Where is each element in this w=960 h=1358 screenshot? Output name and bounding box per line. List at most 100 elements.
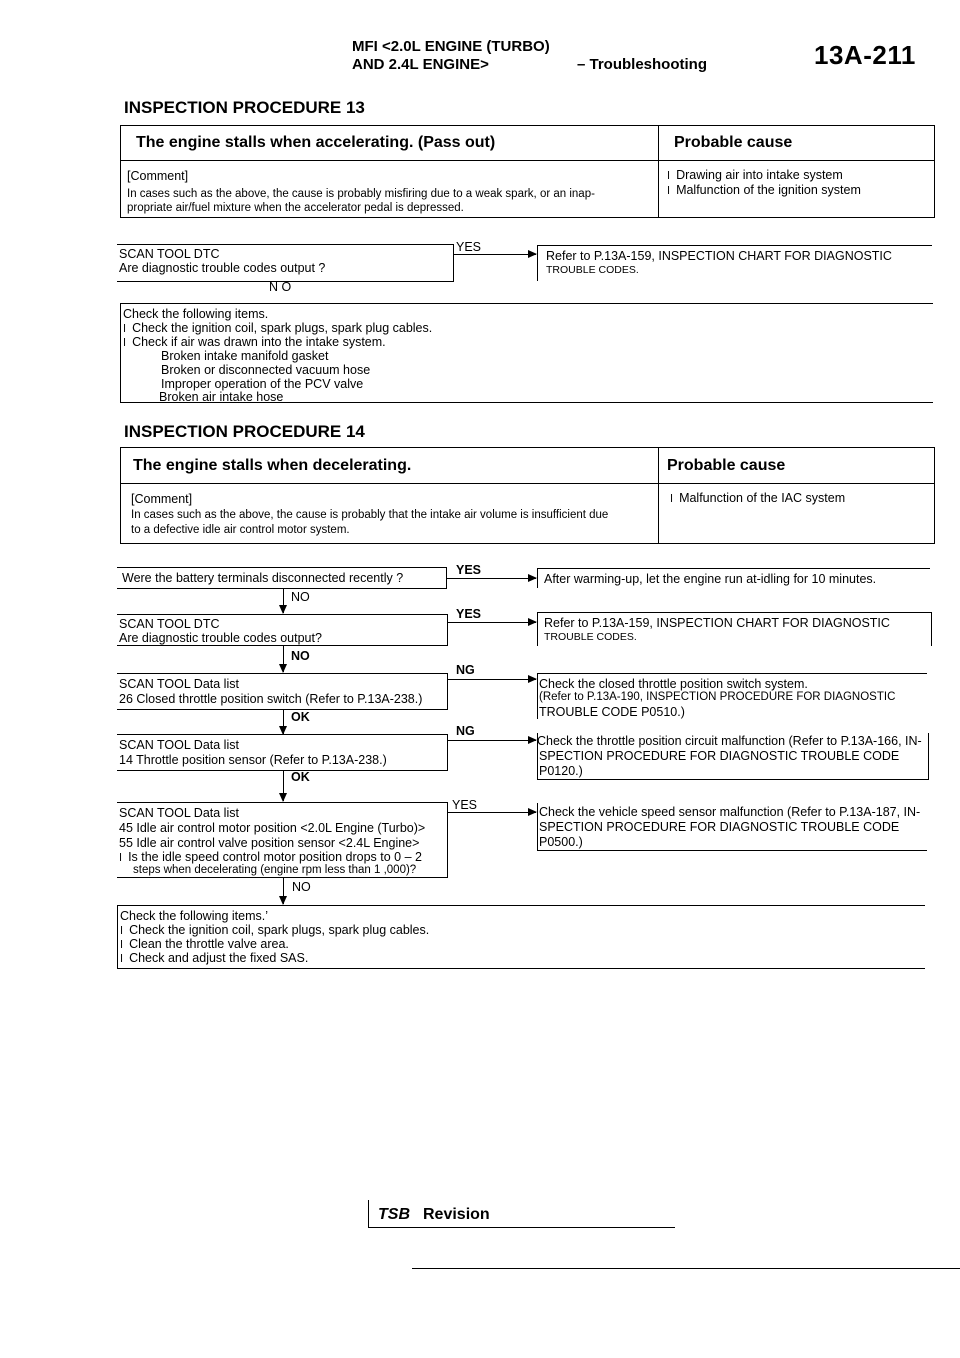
proc14-step-battery-result: After warming-up, let the engine run at-… <box>537 568 930 588</box>
header-line-2: AND 2.4L ENGINE> <box>352 56 489 73</box>
header-spec-20: <2.0L <box>382 38 421 55</box>
header-mfi: MFI <box>352 38 378 55</box>
proc14-title: INSPECTION PROCEDURE 14 <box>124 422 365 441</box>
proc14-step-ctps-ng-arrow <box>448 675 537 683</box>
proc14-step-ctps-result-line-3: TROUBLE CODE P0510.) <box>539 705 685 719</box>
proc14-final-item-2: Clean the throttle valve area. <box>120 937 289 951</box>
proc14-step-tps-result: Check the throttle position circuit malf… <box>537 733 929 780</box>
proc14-step-dtc-yes: YES <box>456 607 482 621</box>
page-number: 13A-211 <box>814 40 916 70</box>
proc14-step-tps: SCAN TOOL Data list 14 Throttle position… <box>117 734 448 771</box>
proc14-step-battery: Were the battery terminals disconnected … <box>117 567 447 589</box>
proc13-no-label: N O <box>269 280 292 294</box>
proc13-dtc-ref-line-2: TROUBLE CODES. <box>546 264 639 276</box>
proc14-step-tps-ng-arrow <box>448 736 537 744</box>
proc13-dtc-step-line-1: SCAN TOOL DTC <box>119 247 220 261</box>
proc14-step-iac-line-5: steps when decelerating (engine rpm less… <box>133 864 417 876</box>
proc14-step-tps-ok-arrow <box>279 771 287 802</box>
header-section: – Troubleshooting <box>577 56 707 73</box>
proc13-title: INSPECTION PROCEDURE 13 <box>124 98 365 117</box>
header-and: AND <box>352 56 385 73</box>
header-engine: ENGINE> <box>422 56 489 73</box>
proc13-comment-line-2: propriate air/fuel mixture when the acce… <box>127 202 464 214</box>
proc14-step-battery-no-arrow <box>279 589 287 614</box>
header-engine-turbo: ENGINE (TURBO) <box>424 38 550 55</box>
proc13-symptom: The engine stalls when accelerating. (Pa… <box>136 134 496 151</box>
proc13-yes-arrow <box>454 250 537 258</box>
proc14-step-ctps-result-line-1: Check the closed throttle position switc… <box>539 677 808 691</box>
proc13-check-item-1: Check the ignition coil, spark plugs, sp… <box>123 321 432 335</box>
proc14-step-ctps-line-2: 26 Closed throttle position switch (Refe… <box>119 692 423 706</box>
proc14-step-dtc-result-line-2: TROUBLE CODES. <box>544 631 637 643</box>
proc14-step-dtc: SCAN TOOL DTC Are diagnostic trouble cod… <box>117 614 448 646</box>
proc14-final-check-box: Check the following items.’ Check the ig… <box>117 905 925 969</box>
proc13-comment-label: [Comment] <box>127 169 189 183</box>
proc14-step-ctps-result: Check the closed throttle position switc… <box>537 673 927 719</box>
proc13-dtc-ref: Refer to P.13A-159, INSPECTION CHART FOR… <box>537 245 932 281</box>
proc14-probable-cause-label: Probable cause <box>667 457 786 474</box>
proc14-step-dtc-result: Refer to P.13A-159, INSPECTION CHART FOR… <box>537 612 932 646</box>
proc14-step-iac-line-1: SCAN TOOL Data list <box>119 806 239 820</box>
proc13-sub-item-4: Broken air intake hose <box>159 390 284 404</box>
proc14-table: The engine stalls when decelerating. Pro… <box>120 447 935 544</box>
proc13-yes-label: YES <box>456 240 482 254</box>
proc14-step-tps-ng: NG <box>456 724 475 738</box>
proc14-final-check-title: Check the following items.’ <box>120 909 268 923</box>
footer-tsb: TSB <box>378 1206 410 1223</box>
proc13-sub-item-2: Broken or disconnected vacuum hose <box>161 363 371 377</box>
proc13-table: The engine stalls when accelerating. (Pa… <box>120 125 935 218</box>
proc14-step-tps-result-line-1: Check the throttle position circuit malf… <box>537 734 922 748</box>
proc14-step-iac-line-4: Is the idle speed control motor position… <box>119 850 422 864</box>
header-line-1: MFI <2.0L ENGINE (TURBO) <box>352 38 550 55</box>
proc14-step-iac-yes-arrow <box>448 808 537 816</box>
proc14-step-iac-line-2: 45 Idle air control motor position <2.0L… <box>119 821 426 835</box>
proc13-dtc-ref-line-1: Refer to P.13A-159, INSPECTION CHART FOR… <box>546 249 892 263</box>
proc14-step-dtc-no: NO <box>291 649 310 663</box>
footer-revision-box: TSB Revision <box>368 1200 675 1228</box>
proc14-step-battery-q: Were the battery terminals disconnected … <box>122 571 404 585</box>
proc13-sub-item-3: Improper operation of the PCV valve <box>161 377 364 391</box>
proc13-check-box: Check the following items. Check the ign… <box>120 303 933 404</box>
proc14-step-iac-result-line-2: SPECTION PROCEDURE FOR DIAGNOSTIC TROUBL… <box>539 820 900 834</box>
proc14-step-ctps-result-line-2: (Refer to P.13A-190, INSPECTION PROCEDUR… <box>539 691 896 703</box>
proc13-dtc-step: SCAN TOOL DTC Are diagnostic trouble cod… <box>117 245 454 282</box>
proc14-symptom: The engine stalls when decelerating. <box>133 457 412 474</box>
proc13-dtc-step-line-2: Are diagnostic trouble codes output ? <box>119 261 326 275</box>
proc13-cause-2: Malfunction of the ignition system <box>667 183 861 197</box>
proc14-step-tps-result-line-3: P0120.) <box>539 764 583 778</box>
proc14-comment-label: [Comment] <box>131 492 193 506</box>
proc14-step-iac-no: NO <box>292 880 311 894</box>
proc14-step-tps-ok: OK <box>291 770 310 784</box>
proc14-step-ctps: SCAN TOOL Data list 26 Closed throttle p… <box>117 673 448 710</box>
proc13-check-item-2: Check if air was drawn into the intake s… <box>123 335 386 349</box>
proc14-step-battery-result-text: After warming-up, let the engine run at-… <box>544 572 877 586</box>
proc14-step-battery-no: NO <box>291 590 310 604</box>
proc14-step-iac-no-arrow <box>279 878 287 905</box>
proc14-step-iac-line-3: 55 Idle air control valve position senso… <box>119 836 420 850</box>
proc14-step-dtc-yes-arrow <box>448 618 537 626</box>
proc14-step-tps-line-2: 14 Throttle position sensor (Refer to P.… <box>119 753 387 767</box>
proc13-cause-1: Drawing air into intake system <box>667 168 843 182</box>
proc14-comment-line-1: In cases such as the above, the cause is… <box>131 509 609 521</box>
proc14-step-iac-result: Check the vehicle speed sensor malfuncti… <box>537 803 927 851</box>
footer-revision: Revision <box>423 1206 490 1223</box>
proc14-step-battery-yes: YES <box>456 563 482 577</box>
proc14-step-dtc-result-line-1: Refer to P.13A-159, INSPECTION CHART FOR… <box>544 616 890 630</box>
proc13-check-title: Check the following items. <box>123 307 269 321</box>
proc13-comment-line-1: In cases such as the above, the cause is… <box>127 188 595 200</box>
proc14-step-battery-yes-arrow <box>447 574 537 582</box>
proc14-step-ctps-ok: OK <box>291 710 310 724</box>
proc14-cause-1: Malfunction of the IAC system <box>670 491 845 505</box>
proc13-probable-cause-label: Probable cause <box>674 134 793 151</box>
proc14-step-ctps-line-1: SCAN TOOL Data list <box>119 677 239 691</box>
proc14-step-iac-result-line-3: P0500.) <box>539 835 583 849</box>
proc14-final-item-1: Check the ignition coil, spark plugs, sp… <box>120 923 429 937</box>
proc14-step-dtc-no-arrow <box>279 646 287 673</box>
proc13-sub-item-1: Broken intake manifold gasket <box>161 349 329 363</box>
proc14-step-ctps-ok-arrow <box>279 710 287 735</box>
header-spec-24: 2.4L <box>388 56 419 73</box>
proc14-step-dtc-line-1: SCAN TOOL DTC <box>119 617 220 631</box>
proc14-final-item-3: Check and adjust the fixed SAS. <box>120 951 308 965</box>
proc14-step-dtc-line-2: Are diagnostic trouble codes output? <box>119 631 322 645</box>
proc14-step-iac: SCAN TOOL Data list 45 Idle air control … <box>117 802 448 878</box>
